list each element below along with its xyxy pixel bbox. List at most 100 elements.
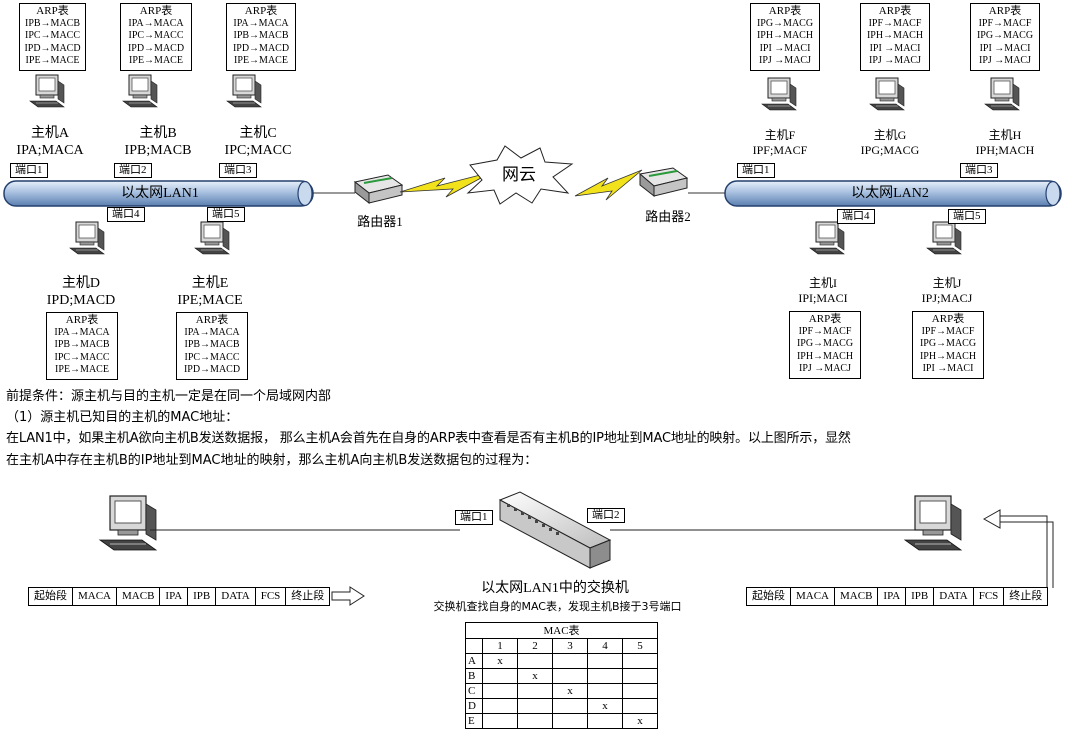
host-address: IPD;MACD [46,293,116,308]
host-address: IPG;MACG [860,143,920,157]
arp-entry: IPF→MACF [978,17,1032,29]
arp-entry: IPG→MACG [756,17,814,29]
frame-field: MACA [73,588,118,605]
lan2-port-4: 端口4 [837,209,875,224]
mac-table: MAC表 1 2 3 4 5 A x B x C [465,622,658,729]
arp-entry: IPF→MACF [868,17,922,29]
mac-cell [552,668,588,684]
host-name: 主机J [932,276,962,290]
arp-entry: IPE→MACE [25,55,80,66]
sender-computer-icon[interactable] [99,495,157,551]
mac-col-header: 2 [517,638,553,654]
mac-cell [517,698,553,714]
host-address: IPE;MACE [177,293,243,308]
lan1-name: 以太网LAN1 [121,186,199,201]
host-j-computer-icon[interactable] [926,221,962,255]
mac-table-row: A x [465,653,658,669]
host-address: IPJ;MACJ [921,291,973,305]
host-a-computer-icon[interactable] [29,74,65,108]
router1-label: 路由器1 [357,214,403,229]
host-j-label: 主机J IPJ;MACJ [902,276,992,306]
lightning-right-icon [574,169,643,201]
frame-field: IPB [188,588,217,605]
arp-entry: IPJ →MACJ [799,363,851,374]
host-d-arp-table: ARP表 IPA→MACA IPB→MACB IPC→MACC IPE→MACE [46,312,118,380]
receiver-computer-icon[interactable] [904,495,962,551]
arp-entry: IPJ →MACJ [869,55,921,66]
arp-entry: IPC→MACC [184,351,240,363]
host-e-computer-icon[interactable] [194,221,230,255]
host-b-label: 主机B IPB;MACB [113,125,203,159]
mac-cell [622,668,658,684]
arp-entry: IPG→MACG [976,30,1034,41]
mac-col-header: 3 [552,638,588,654]
router2-icon[interactable] [638,167,689,198]
host-a-label: 主机A IPA;MACA [5,125,95,159]
lan1-port-3: 端口3 [219,163,257,178]
arp-entry: IPF→MACF [798,325,852,337]
lan2-port-5: 端口5 [948,209,986,224]
mac-row-header: C [465,683,483,699]
arp-entry: IPH→MACH [756,30,814,41]
host-address: IPA;MACA [16,143,84,158]
arp-entry: IPC→MACC [128,30,184,41]
host-h-arp-table: ARP表 IPF→MACF IPG→MACG IPI →MACI IPJ →MA… [970,3,1040,71]
received-frame: 起始段 MACA MACB IPA IPB DATA FCS 终止段 [746,587,1049,606]
host-f-arp-table: ARP表 IPG→MACG IPH→MACH IPI →MACI IPJ →MA… [750,3,820,71]
arp-title: ARP表 [195,314,229,326]
mac-table-corner [465,638,483,654]
arp-entry: IPG→MACG [796,338,854,349]
host-name: 主机A [30,126,70,141]
arp-entry: IPI →MACI [922,363,974,374]
host-b-computer-icon[interactable] [122,74,158,108]
host-address: IPB;MACB [124,143,192,158]
mac-row-header: A [465,653,483,669]
host-g-computer-icon[interactable] [869,77,905,111]
arp-entry: IPH→MACH [796,350,854,362]
host-i-label: 主机I IPI;MACI [778,276,868,306]
host-g-arp-table: ARP表 IPF→MACF IPH→MACH IPI →MACI IPJ →MA… [860,3,930,71]
mac-cell: x [622,713,658,729]
host-h-computer-icon[interactable] [984,77,1020,111]
host-name: 主机E [191,276,229,291]
lan2-port-3: 端口3 [960,163,998,178]
arp-entry: IPD→MACD [24,42,81,54]
host-j-arp-table: ARP表 IPF→MACF IPG→MACG IPH→MACH IPI →MAC… [912,311,984,379]
arp-title: ARP表 [808,313,842,325]
mac-cell: x [552,683,588,699]
host-h-label: 主机H IPH;MACH [960,128,1050,158]
host-i-computer-icon[interactable] [809,221,845,255]
sent-frame: 起始段 MACA MACB IPA IPB DATA FCS 终止段 [28,587,331,606]
frame-field: 起始段 [747,588,791,605]
mac-cell [587,668,623,684]
arp-title: ARP表 [244,5,278,17]
cloud-label: 网云 [502,165,536,184]
arp-entry: IPA→MACA [184,326,240,338]
arp-entry: IPD→MACD [232,42,290,54]
lan2-port-1: 端口1 [737,163,775,178]
host-name: 主机H [988,128,1022,142]
host-b-arp-table: ARP表 IPA→MACA IPC→MACC IPD→MACD IPE→MACE [120,3,192,71]
arp-title: ARP表 [65,314,99,326]
arp-entry: IPC→MACC [24,30,80,41]
host-g-label: 主机G IPG;MACG [845,128,935,158]
arp-entry: IPI →MACI [979,42,1031,54]
router1-icon[interactable] [353,174,404,205]
arp-entry: IPB→MACB [54,339,110,350]
host-name: 主机F [764,128,796,142]
switch-icon[interactable] [498,491,612,569]
case1-heading: （1）源主机已知目的主机的MAC地址： [6,410,239,425]
host-address: IPF;MACF [752,143,808,157]
host-d-computer-icon[interactable] [69,221,105,255]
mac-cell [622,653,658,669]
arp-entry: IPE→MACE [129,55,183,66]
switch-title: 以太网LAN1中的交换机 [481,581,629,596]
arp-entry: IPD→MACD [183,364,241,375]
lan1-port-4: 端口4 [107,207,145,222]
delivery-arrow-icon [1000,515,1054,588]
frame-field: 起始段 [29,588,73,605]
arp-entry: IPF→MACF [921,325,975,337]
host-c-computer-icon[interactable] [226,74,262,108]
cloud-icon [466,145,574,205]
host-f-computer-icon[interactable] [761,77,797,111]
